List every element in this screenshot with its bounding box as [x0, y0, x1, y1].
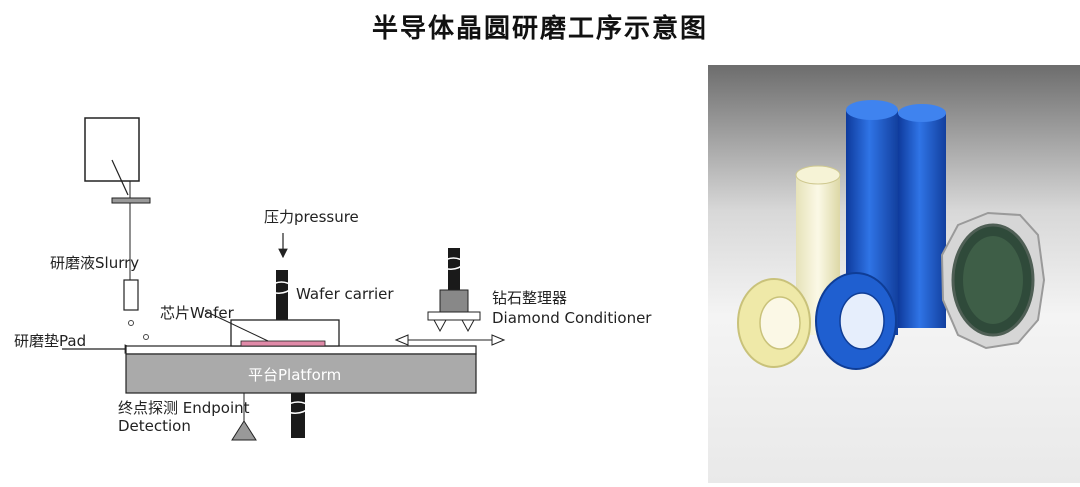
polishing-pad	[125, 345, 477, 355]
pad-label: 研磨垫Pad	[14, 332, 87, 350]
cmp-diagram: 压力pressure 研磨液Slurry Wafer carrier 芯片Waf…	[0, 55, 700, 483]
tape-rolls-illustration	[708, 65, 1080, 483]
platform	[125, 353, 477, 394]
diamond-tip	[461, 319, 475, 333]
wafer-label: 芯片Wafer	[160, 304, 234, 322]
endpoint-label: 终点探测 Endpoint	[118, 399, 250, 417]
diamond-tip	[433, 319, 447, 333]
endpoint-sensor	[231, 420, 257, 441]
blue-roll-tall	[898, 113, 946, 328]
slurry-valve	[111, 197, 151, 204]
slurry-tank	[84, 117, 140, 182]
carrier-shaft	[276, 270, 288, 320]
detection-label: Detection	[118, 417, 191, 435]
conditioner-rotation-icon	[439, 257, 468, 270]
slurry-label: 研磨液Slurry	[50, 254, 140, 272]
arrow-head-right	[491, 334, 506, 346]
conditioner-cn-label: 钻石整理器	[492, 289, 568, 307]
pressure-label: 压力pressure	[264, 208, 359, 226]
wafer	[240, 340, 326, 347]
wafer-carrier-label: Wafer carrier	[296, 285, 394, 303]
tank-needle	[111, 159, 129, 196]
conditioner-en-label: Diamond Conditioner	[492, 309, 652, 327]
carrier-rotation-icon	[267, 281, 296, 294]
arrow-head-left	[394, 334, 409, 346]
cmp-diagram-svg	[62, 117, 506, 441]
tape-rolls-photo	[708, 65, 1080, 483]
slurry-drop	[143, 334, 149, 340]
platform-label: 平台Platform	[248, 366, 342, 384]
platform-shaft	[291, 393, 305, 438]
slurry-nozzle	[123, 279, 139, 311]
slurry-drop	[128, 320, 134, 326]
platform-rotation-icon	[282, 401, 313, 414]
page-title: 半导体晶圆研磨工序示意图	[371, 14, 708, 44]
conditioner-head	[427, 311, 481, 321]
conditioner-body	[439, 289, 469, 313]
wafer-leader	[204, 310, 269, 342]
